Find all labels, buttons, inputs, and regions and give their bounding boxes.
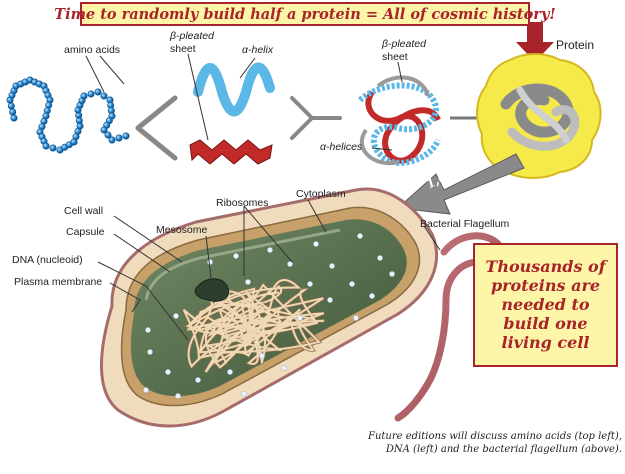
bacterial-flagellum-label: Bacterial Flagellum xyxy=(420,218,510,230)
footnote-line: DNA (left) and the bacterial flagellum (… xyxy=(385,444,622,455)
amino-acid-bead xyxy=(122,132,130,140)
callout-line: proteins are xyxy=(490,276,601,295)
ribosome-dot xyxy=(147,349,153,355)
beta-sheet-label-line2: sheet xyxy=(170,43,196,55)
amino-acids-pointer xyxy=(85,55,125,93)
protein-label: Protein xyxy=(556,38,595,52)
ribosomes-label: Ribosomes xyxy=(216,197,269,209)
ribosome-dot xyxy=(195,377,201,383)
ribosome-dot xyxy=(259,353,265,359)
merge-arrow xyxy=(290,96,342,140)
amino-acid-bead xyxy=(100,126,108,134)
ribosome-dot xyxy=(173,313,179,319)
protein-down-arrow-head xyxy=(516,42,554,62)
ribosome-dot xyxy=(327,297,333,303)
plasma-membrane-label: Plasma membrane xyxy=(14,276,103,288)
callout-box: Thousands of proteins are needed to buil… xyxy=(473,243,618,367)
amino-acid-chain xyxy=(6,76,130,154)
amino-acid-bead xyxy=(80,92,88,100)
amino-acid-bead xyxy=(42,142,50,150)
callout-text: Thousands of proteins are needed to buil… xyxy=(475,257,616,352)
ribosome-dot xyxy=(307,281,313,287)
ribosome-dot xyxy=(281,365,287,371)
amino-acid-bead xyxy=(49,144,57,152)
amino-acid-bead xyxy=(115,134,123,142)
branch-arrow xyxy=(135,95,178,161)
alpha-helix-pointer xyxy=(239,57,256,79)
callout-line: needed to xyxy=(501,295,590,314)
amino-acid-bead xyxy=(9,108,17,116)
beta-sheet2-label-line1: β-pleated xyxy=(382,38,426,50)
ribosome-dot xyxy=(227,369,233,375)
ribosome-dot xyxy=(287,261,293,267)
beta-sheet-shape xyxy=(189,139,273,165)
amino-acid-bead xyxy=(87,90,95,98)
amino-acid-bead xyxy=(94,88,102,96)
cytoplasm-label: Cytoplasm xyxy=(296,188,346,200)
cell-pointers xyxy=(97,199,441,341)
beta-sheet2-pointer xyxy=(397,61,403,83)
callout-line: living cell xyxy=(501,333,590,352)
ribosome-dot xyxy=(389,271,395,277)
amino-acid-bead xyxy=(7,102,15,110)
alpha-helix-shape xyxy=(193,62,275,117)
amino-acid-bead xyxy=(100,92,108,100)
ribosome-dot xyxy=(353,315,359,321)
ribosome-dot xyxy=(377,255,383,261)
amino-acid-bead xyxy=(104,131,112,139)
alpha-helix-label: α-helix xyxy=(242,44,274,56)
cell-wall-label: Cell wall xyxy=(64,205,104,217)
alpha-helices-pointer xyxy=(371,147,393,151)
ribosome-dot xyxy=(267,247,273,253)
beta-sheet2-label-line2: sheet xyxy=(382,51,408,63)
ribosome-dot xyxy=(145,327,151,333)
footnote: Future editions will discuss amino acids… xyxy=(330,430,622,456)
mesosome-label: Mesosome xyxy=(156,224,208,236)
ribosomes-dots xyxy=(143,233,395,399)
nucleoid-dna xyxy=(182,278,325,374)
dna-label: DNA (nucleoid) xyxy=(12,254,83,266)
ribosome-dot xyxy=(369,293,375,299)
ribosome-dot xyxy=(297,315,303,321)
amino-acids-label: amino acids xyxy=(64,44,121,56)
dna-strand xyxy=(182,279,325,373)
capsule-label: Capsule xyxy=(66,226,105,238)
alpha-helices-label: α-helices xyxy=(320,141,363,153)
protein-down-arrow-shaft xyxy=(527,22,543,44)
footnote-line: Future editions will discuss amino acids… xyxy=(368,431,622,442)
ribosome-dot xyxy=(233,253,239,259)
ribosome-dot xyxy=(175,393,181,399)
tertiary-structure xyxy=(357,75,441,166)
flagellum-shape xyxy=(394,232,504,422)
ribosome-dot xyxy=(165,369,171,375)
thousands-arrow-shape xyxy=(396,153,525,215)
callout-line: build one xyxy=(503,314,588,333)
ribosome-dot xyxy=(313,241,319,247)
ribosome-dot xyxy=(143,387,149,393)
ribosome-dot xyxy=(245,279,251,285)
beta-sheet-pointer xyxy=(187,53,209,141)
ribosome-dot xyxy=(349,281,355,287)
title-banner: Time to randomly build half a protein = … xyxy=(54,2,556,26)
amino-acid-bead xyxy=(10,114,18,122)
ribosome-dot xyxy=(241,391,247,397)
ribosome-dot xyxy=(329,263,335,269)
mesosome-shape xyxy=(194,278,230,302)
ribosome-dot xyxy=(357,233,363,239)
callout-line: Thousands of xyxy=(485,257,606,276)
protein-tangle xyxy=(500,83,580,151)
amino-acid-bead xyxy=(108,136,116,144)
beta-sheet-label-line1: β-pleated xyxy=(170,30,214,42)
ribosome-dot xyxy=(207,259,213,265)
